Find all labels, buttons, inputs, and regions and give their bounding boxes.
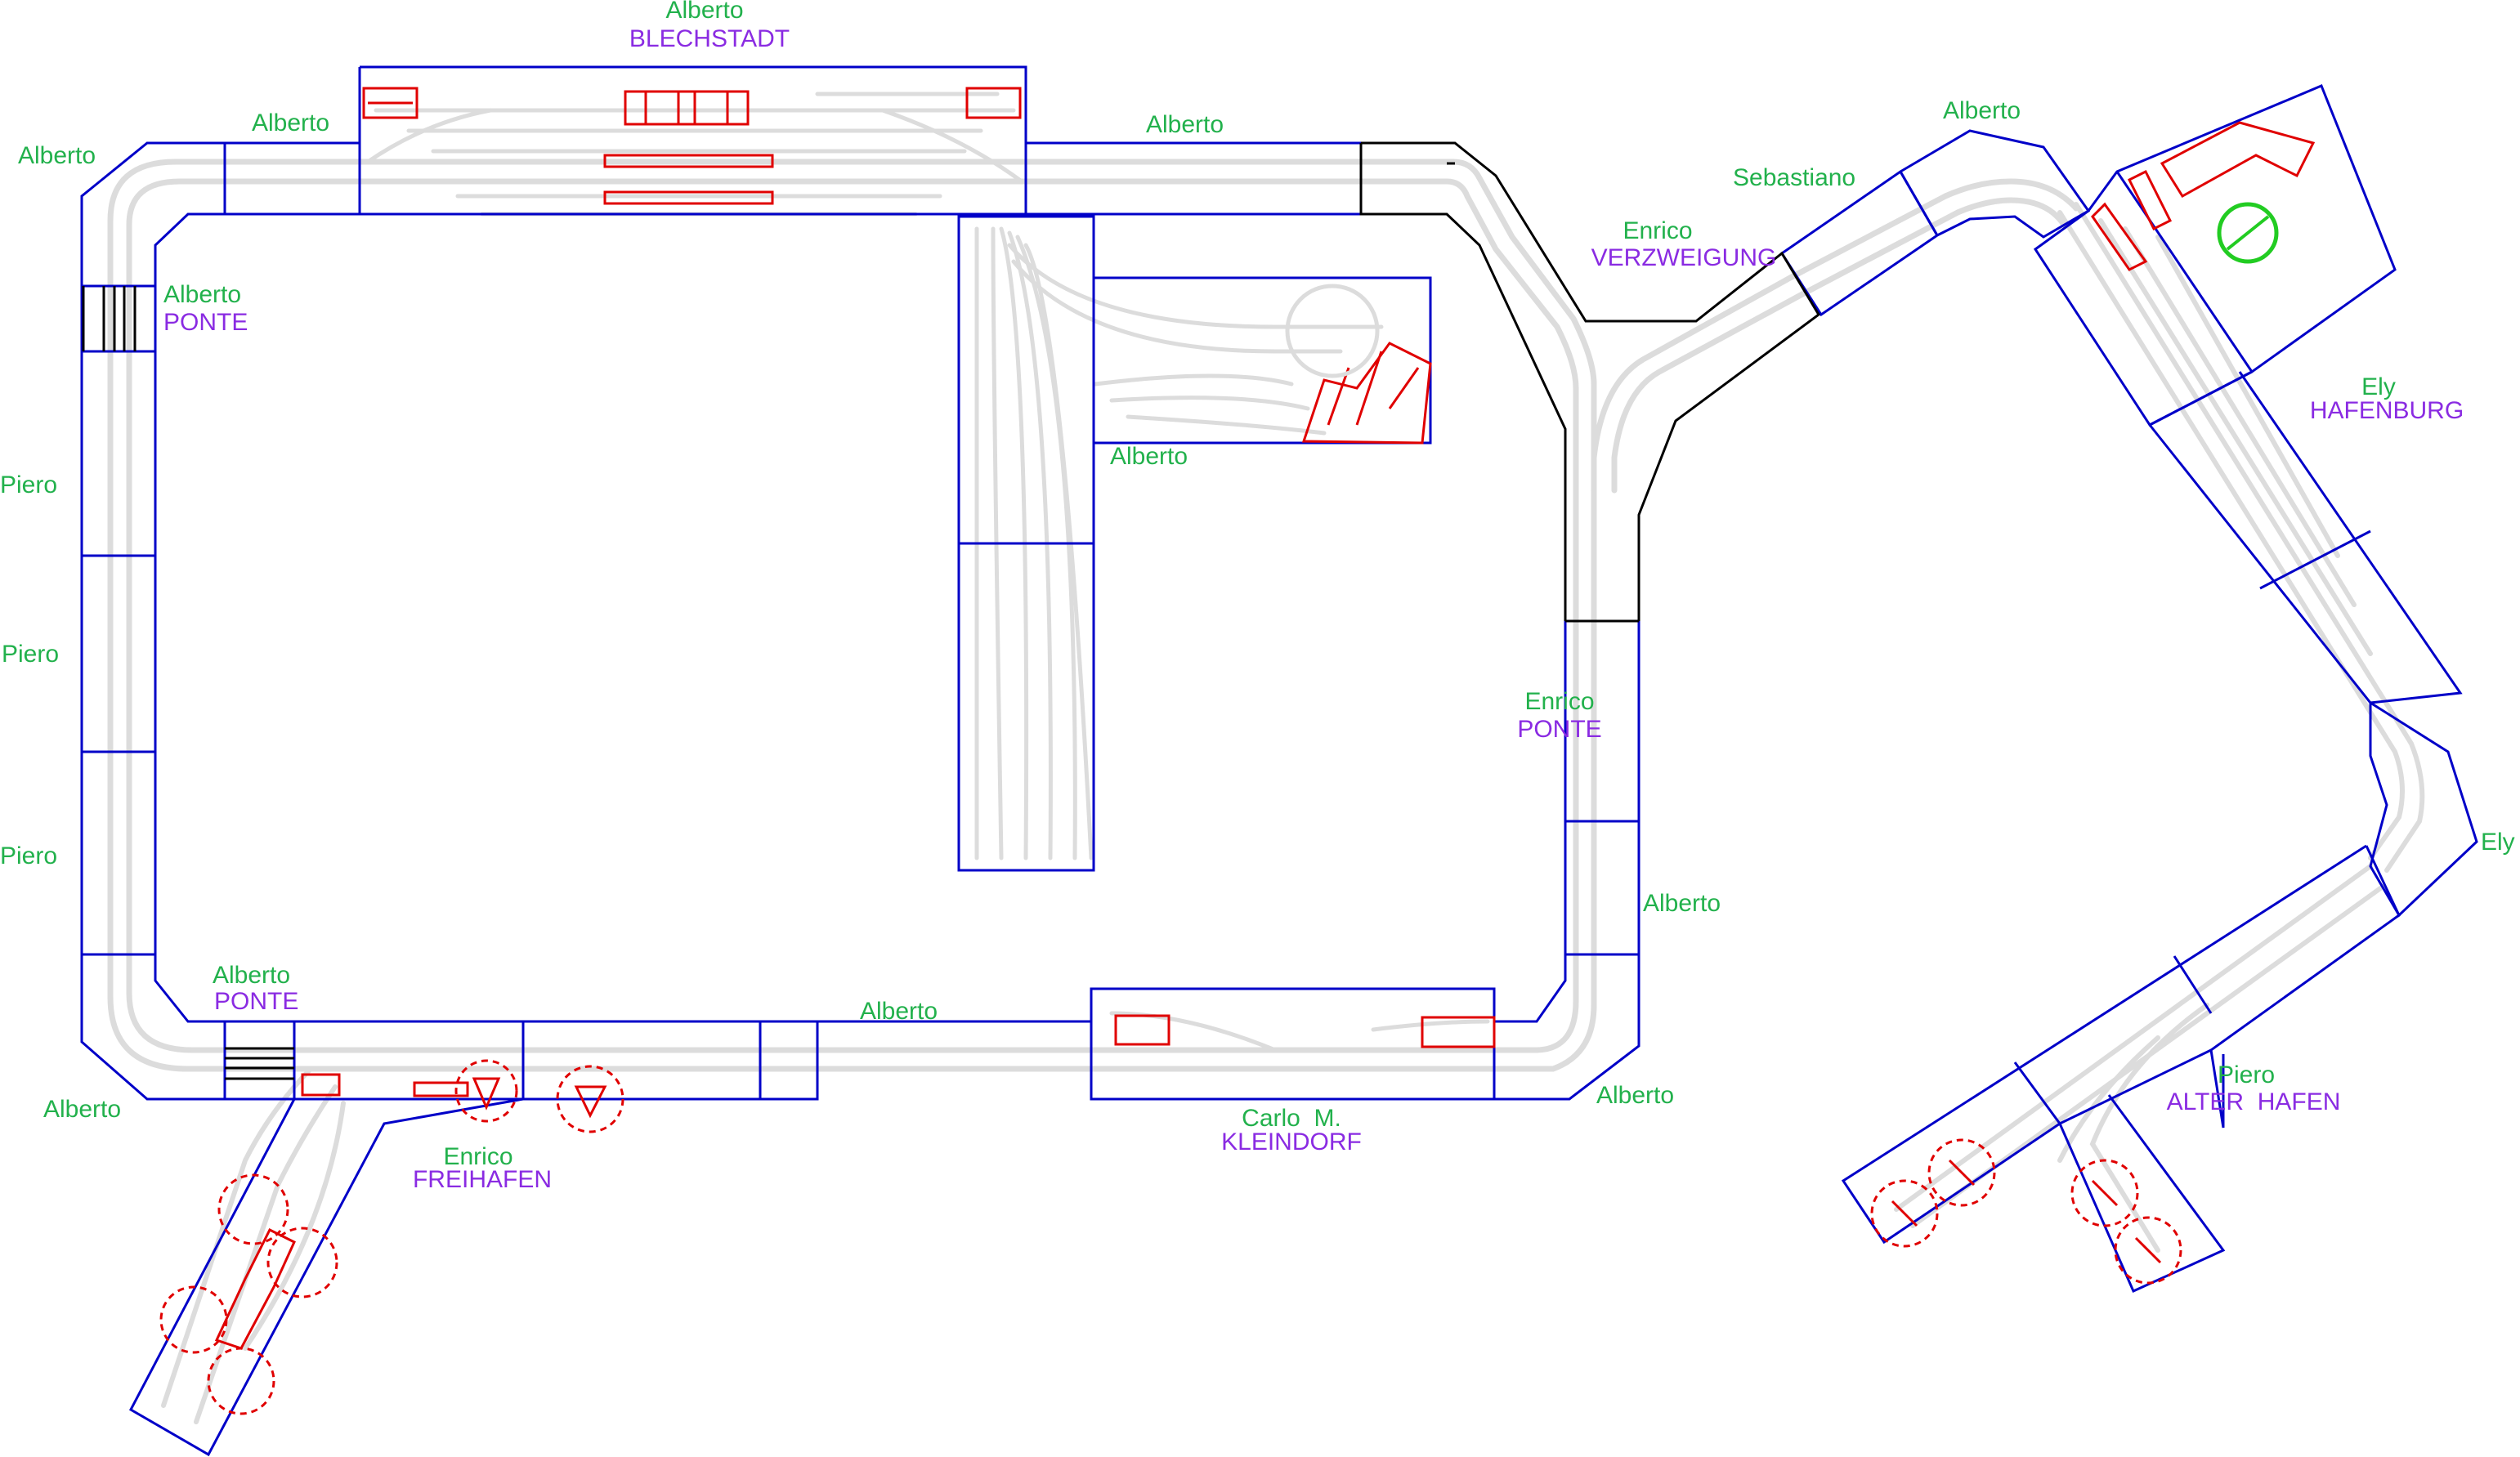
outer-outline-left: [80, 65, 1640, 1101]
label-ponte-upper-place: PONTE: [163, 309, 248, 336]
main-loop-track-inner: [126, 178, 1579, 1053]
label-hafenburg-place: HAFENBURG: [2310, 397, 2464, 424]
turntable: [1285, 284, 1380, 378]
kleindorf-tracks: [1109, 1011, 1490, 1053]
inner-outline-left: [154, 212, 1361, 1023]
label-ponte-upper-owner: Alberto: [163, 281, 241, 308]
label-top-straight: Alberto: [1146, 111, 1224, 138]
platform: [603, 154, 774, 168]
label-piero-1: Piero: [0, 472, 57, 498]
label-right-straight: Alberto: [1643, 890, 1721, 917]
label-alter-hafen-owner: Piero: [2218, 1061, 2275, 1088]
label-top-left-straight: Alberto: [252, 109, 329, 136]
freihafen-outline: [129, 1097, 524, 1457]
label-freihafen-owner: Enrico: [443, 1143, 513, 1170]
label-ponte-lower-place: PONTE: [214, 988, 298, 1015]
label-upper-right-corner: Alberto: [1943, 97, 2021, 124]
label-verzweigung-owner: Enrico: [1623, 217, 1692, 244]
connector-lines: [82, 141, 1820, 1080]
roundhouse: [1301, 342, 1432, 445]
track-layer: [107, 92, 2425, 1424]
label-blechstadt-owner: Alberto: [665, 0, 743, 24]
turntable-highlight: [2217, 202, 2279, 264]
platform: [603, 190, 774, 205]
label-kleindorf-place: KLEINDORF: [1221, 1129, 1362, 1155]
label-kleindorf-owner: Carlo M.: [1242, 1105, 1341, 1132]
label-ponte-right-owner: Enrico: [1524, 688, 1594, 715]
label-ponte-right-place: PONTE: [1517, 716, 1601, 743]
depot-yard-tracks: [974, 226, 1384, 860]
label-hafenburg-owner: Ely: [2361, 373, 2396, 400]
alter-hafen-outline: [1841, 844, 2401, 1293]
crane-set-freihafen: [159, 1059, 624, 1415]
label-ponte-lower-owner: Alberto: [213, 962, 290, 989]
alter-hafen-tracks: [1894, 864, 2385, 1253]
label-freihafen-place: FREIHAFEN: [413, 1166, 552, 1193]
verzweigung-tracks: [1591, 178, 2079, 494]
label-alter-hafen-place: ALTER HAFEN: [2167, 1088, 2341, 1115]
main-loop-track-outer: [107, 159, 1597, 1072]
station-building: [624, 90, 750, 126]
labels: Alberto Alberto Alberto Alberto Alberto …: [0, 0, 2515, 1193]
roundhouse: [2160, 121, 2316, 199]
hafenburg-tracks: [2057, 202, 2425, 873]
buffer-stop: [362, 87, 419, 119]
label-blechstadt-place: BLECHSTADT: [629, 25, 790, 52]
equipment-layer: [159, 87, 2316, 1415]
label-sebastiano: Sebastiano: [1733, 164, 1855, 191]
label-piero-3: Piero: [0, 842, 57, 869]
label-bottom-right-corner: Alberto: [1596, 1082, 1674, 1109]
label-bottom-left-corner: Alberto: [43, 1096, 121, 1123]
turntable-module-outline: [1092, 276, 1432, 445]
crane-set-alter-hafen: [1870, 1138, 2182, 1285]
buffer-stop: [965, 87, 1022, 119]
label-piero-2: Piero: [2, 641, 59, 668]
label-ely-curve: Ely: [2481, 829, 2515, 856]
label-depot: Alberto: [1110, 443, 1188, 470]
label-verzweigung-place: VERZWEIGUNG: [1591, 244, 1777, 271]
label-bottom-straight: Alberto: [860, 998, 938, 1025]
label-top-left-corner: Alberto: [18, 142, 96, 169]
